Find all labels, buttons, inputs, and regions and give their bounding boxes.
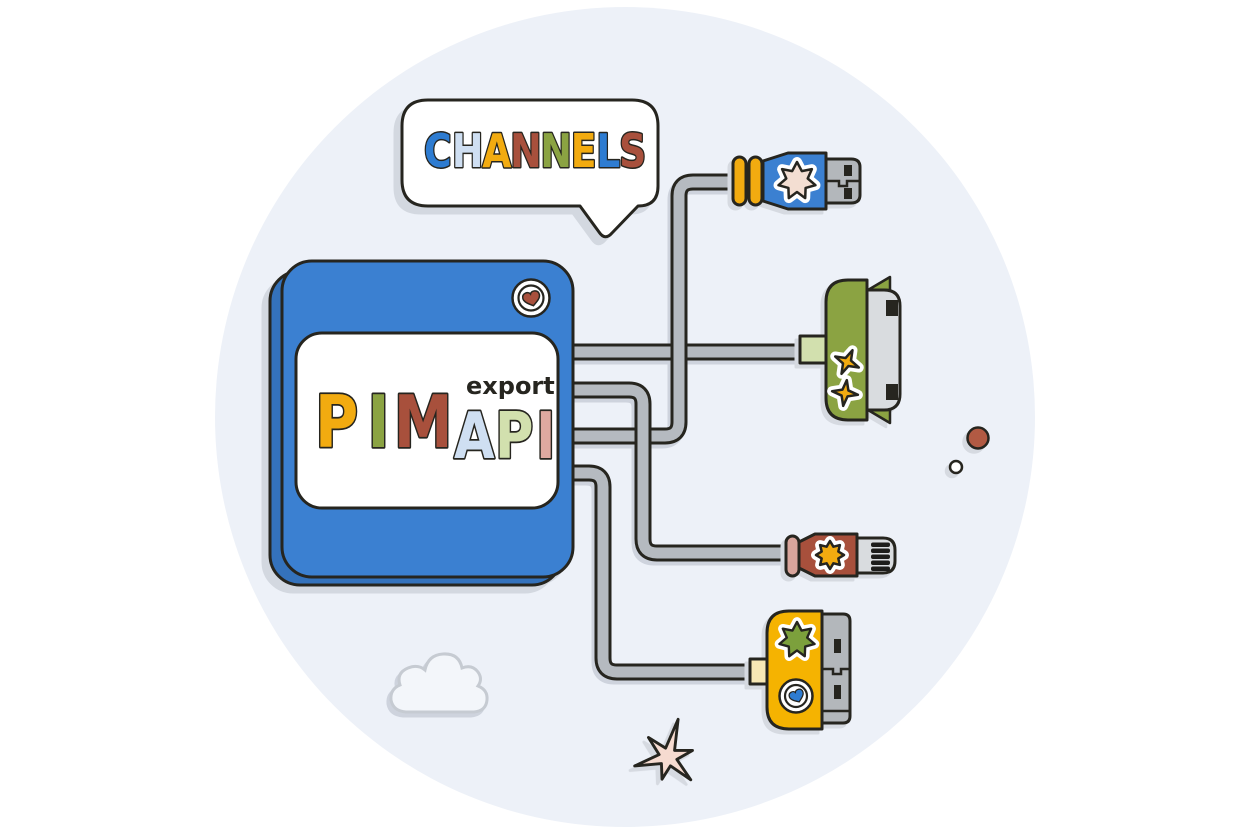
pim-title: P I M bbox=[313, 379, 454, 466]
wide-slot bbox=[834, 685, 841, 699]
api-title: A P I bbox=[452, 397, 557, 475]
contact-bar bbox=[871, 566, 890, 571]
plug-tab bbox=[748, 657, 770, 686]
channels-letter: S bbox=[619, 124, 646, 178]
channels-speech-bubble: C H A N N E L S bbox=[400, 98, 660, 239]
cable-to-wide-plug bbox=[565, 464, 755, 681]
usb-slot bbox=[844, 165, 852, 176]
lightning-plug bbox=[784, 532, 897, 578]
speech-bubble-shape bbox=[400, 98, 660, 239]
contact-bar bbox=[871, 554, 890, 559]
api-letter: I bbox=[536, 399, 556, 473]
dock-slot bbox=[886, 384, 898, 400]
channels-letter: N bbox=[540, 124, 572, 178]
plug-tab bbox=[798, 334, 830, 365]
pim-letter: M bbox=[394, 380, 453, 464]
usb-slot bbox=[844, 188, 852, 199]
heart-icon bbox=[788, 688, 804, 703]
dock-plug bbox=[798, 275, 902, 425]
plug-heart-badge bbox=[778, 678, 814, 714]
usb-tip-seam bbox=[826, 179, 860, 188]
channels-letter: C bbox=[424, 124, 452, 178]
box-heart-badge bbox=[511, 278, 551, 318]
wide-plug bbox=[748, 609, 852, 731]
pim-letter: P bbox=[315, 380, 358, 464]
channels-letter: L bbox=[596, 124, 620, 178]
dots-decoration bbox=[948, 426, 990, 475]
plug-ring bbox=[747, 155, 764, 207]
red-dot bbox=[966, 426, 990, 450]
contact-bar bbox=[871, 560, 890, 565]
pim-letter: I bbox=[367, 380, 389, 464]
channels-word: C H A N N E L S bbox=[423, 123, 648, 179]
channels-letter: H bbox=[452, 124, 484, 178]
channels-letter: N bbox=[510, 124, 542, 178]
api-letter: A bbox=[454, 399, 495, 473]
label-panel bbox=[294, 331, 560, 510]
heart-icon bbox=[521, 290, 541, 307]
channels-letter: E bbox=[571, 124, 597, 178]
seven-point-star-icon bbox=[774, 617, 820, 661]
dock-metal-face bbox=[865, 288, 902, 412]
channels-letter: A bbox=[482, 124, 512, 178]
cable-to-usb-a-plug bbox=[565, 173, 740, 445]
white-dot bbox=[948, 459, 964, 475]
wide-slot bbox=[834, 639, 841, 653]
cable-to-lightning-plug bbox=[565, 381, 790, 562]
dock-slot bbox=[886, 300, 898, 316]
cables bbox=[565, 173, 802, 681]
four-point-sparkle-icon bbox=[830, 345, 864, 379]
plug-collar bbox=[784, 534, 801, 578]
cloud-icon bbox=[389, 652, 489, 714]
eight-point-star-icon bbox=[811, 536, 849, 574]
starburst-icon bbox=[633, 717, 694, 782]
export-label: export bbox=[466, 372, 555, 400]
seven-point-star-icon bbox=[773, 157, 821, 204]
contact-bar bbox=[871, 548, 890, 553]
four-point-sparkle-icon bbox=[827, 375, 863, 411]
wide-tip-seam bbox=[822, 667, 850, 676]
wide-metal-tip bbox=[820, 612, 852, 725]
usb-a-plug bbox=[731, 151, 862, 211]
api-letter: P bbox=[495, 399, 533, 473]
plug-ring bbox=[731, 155, 748, 207]
contact-bar bbox=[871, 542, 890, 547]
pim-box: P I M export A P I bbox=[268, 259, 575, 587]
